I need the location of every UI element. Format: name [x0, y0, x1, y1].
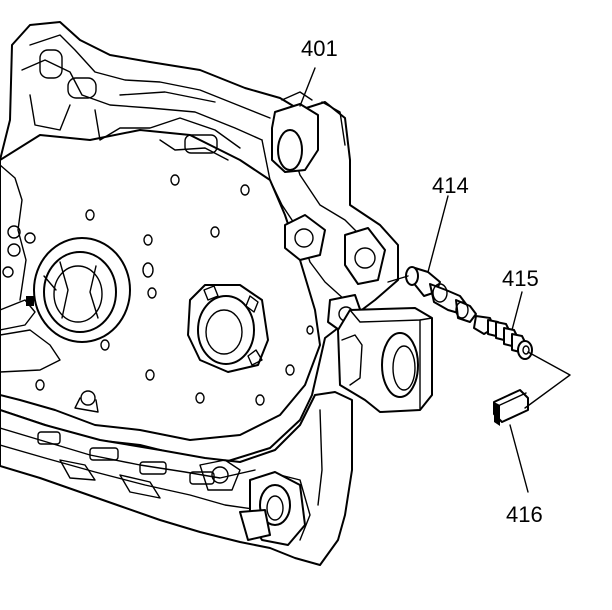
callout-416: 416	[506, 502, 543, 527]
leader-414	[427, 195, 449, 273]
leader-401	[299, 67, 316, 107]
case-bolt-holes	[35, 174, 314, 406]
callout-415: 415	[502, 266, 539, 291]
transmission-case	[0, 21, 433, 566]
part-416-clip	[493, 389, 529, 426]
part-414-valve	[405, 266, 477, 323]
assembly-line	[524, 351, 571, 409]
case-left-bore	[33, 237, 131, 343]
assembly-line	[387, 275, 409, 283]
case-center-bore	[187, 284, 269, 373]
callout-401: 401	[301, 36, 338, 61]
callout-414: 414	[432, 173, 469, 198]
leader-416	[509, 424, 529, 493]
part-415-spring	[473, 315, 533, 360]
leader-415	[511, 291, 523, 331]
